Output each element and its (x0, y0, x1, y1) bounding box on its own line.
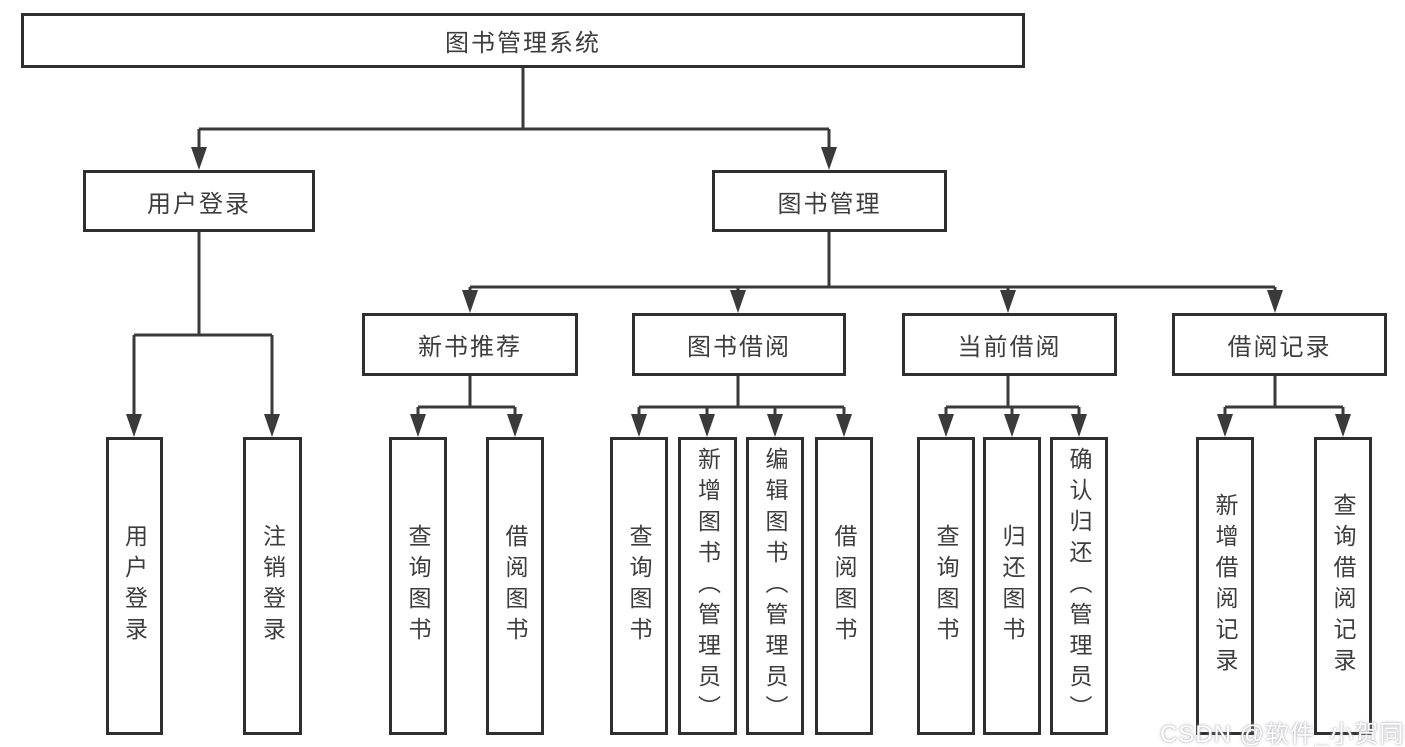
leaf-confirm-return-admin: 确认归还（管理员） (1050, 437, 1108, 735)
node-borrowing-records: 借阅记录 (1172, 313, 1387, 376)
leaf-label: 借阅图书 (831, 524, 857, 648)
node-book-management: 图书管理 (712, 170, 947, 232)
leaf-add-borrow-record: 新增借阅记录 (1196, 437, 1254, 735)
watermark: CSDN @软件_小贺同学 (1160, 721, 1405, 747)
leaf-label: 新增借阅记录 (1212, 493, 1238, 679)
node-library-system: 图书管理系统 (21, 13, 1025, 68)
leaf-return-books: 归还图书 (983, 437, 1041, 735)
leaf-label: 查询图书 (405, 524, 431, 648)
leaf-edit-books-admin: 编辑图书（管理员） (746, 437, 804, 735)
leaf-query-books-current: 查询图书 (917, 437, 975, 735)
node-new-book-recommend: 新书推荐 (362, 313, 578, 376)
node-label: 新书推荐 (418, 334, 522, 361)
leaf-label: 查询借阅记录 (1330, 493, 1356, 679)
node-label: 当前借阅 (957, 334, 1062, 361)
node-label: 用户登录 (147, 190, 251, 218)
leaf-label: 编辑图书（管理员） (762, 446, 788, 726)
leaf-label: 借阅图书 (502, 524, 528, 648)
node-current-borrowing: 当前借阅 (902, 313, 1117, 376)
leaf-label: 归还图书 (999, 524, 1025, 648)
leaf-borrow-books-recommend: 借阅图书 (486, 437, 544, 735)
node-book-borrowing: 图书借阅 (632, 313, 846, 376)
leaf-user-login: 用户登录 (106, 437, 163, 735)
leaf-borrow-books-borrowing: 借阅图书 (815, 437, 873, 735)
leaf-query-borrow-record: 查询借阅记录 (1314, 437, 1372, 735)
leaf-logout: 注销登录 (243, 437, 302, 735)
node-label: 图书管理 (777, 190, 882, 218)
leaf-label: 查询图书 (933, 524, 959, 648)
leaf-query-books-recommend: 查询图书 (389, 437, 447, 735)
leaf-add-books-admin: 新增图书（管理员） (678, 437, 737, 735)
node-label: 借阅记录 (1227, 334, 1332, 361)
leaf-label: 注销登录 (259, 524, 286, 648)
leaf-label: 用户登录 (121, 524, 148, 648)
leaf-label: 新增图书（管理员） (694, 446, 721, 726)
leaf-label: 查询图书 (626, 524, 652, 648)
leaf-label: 确认归还（管理员） (1066, 446, 1092, 726)
arrowheads (126, 147, 1351, 437)
leaf-query-books-borrowing: 查询图书 (610, 437, 668, 735)
node-label: 图书借阅 (687, 334, 791, 361)
node-label: 图书管理系统 (445, 30, 601, 57)
node-user-login: 用户登录 (83, 170, 315, 232)
